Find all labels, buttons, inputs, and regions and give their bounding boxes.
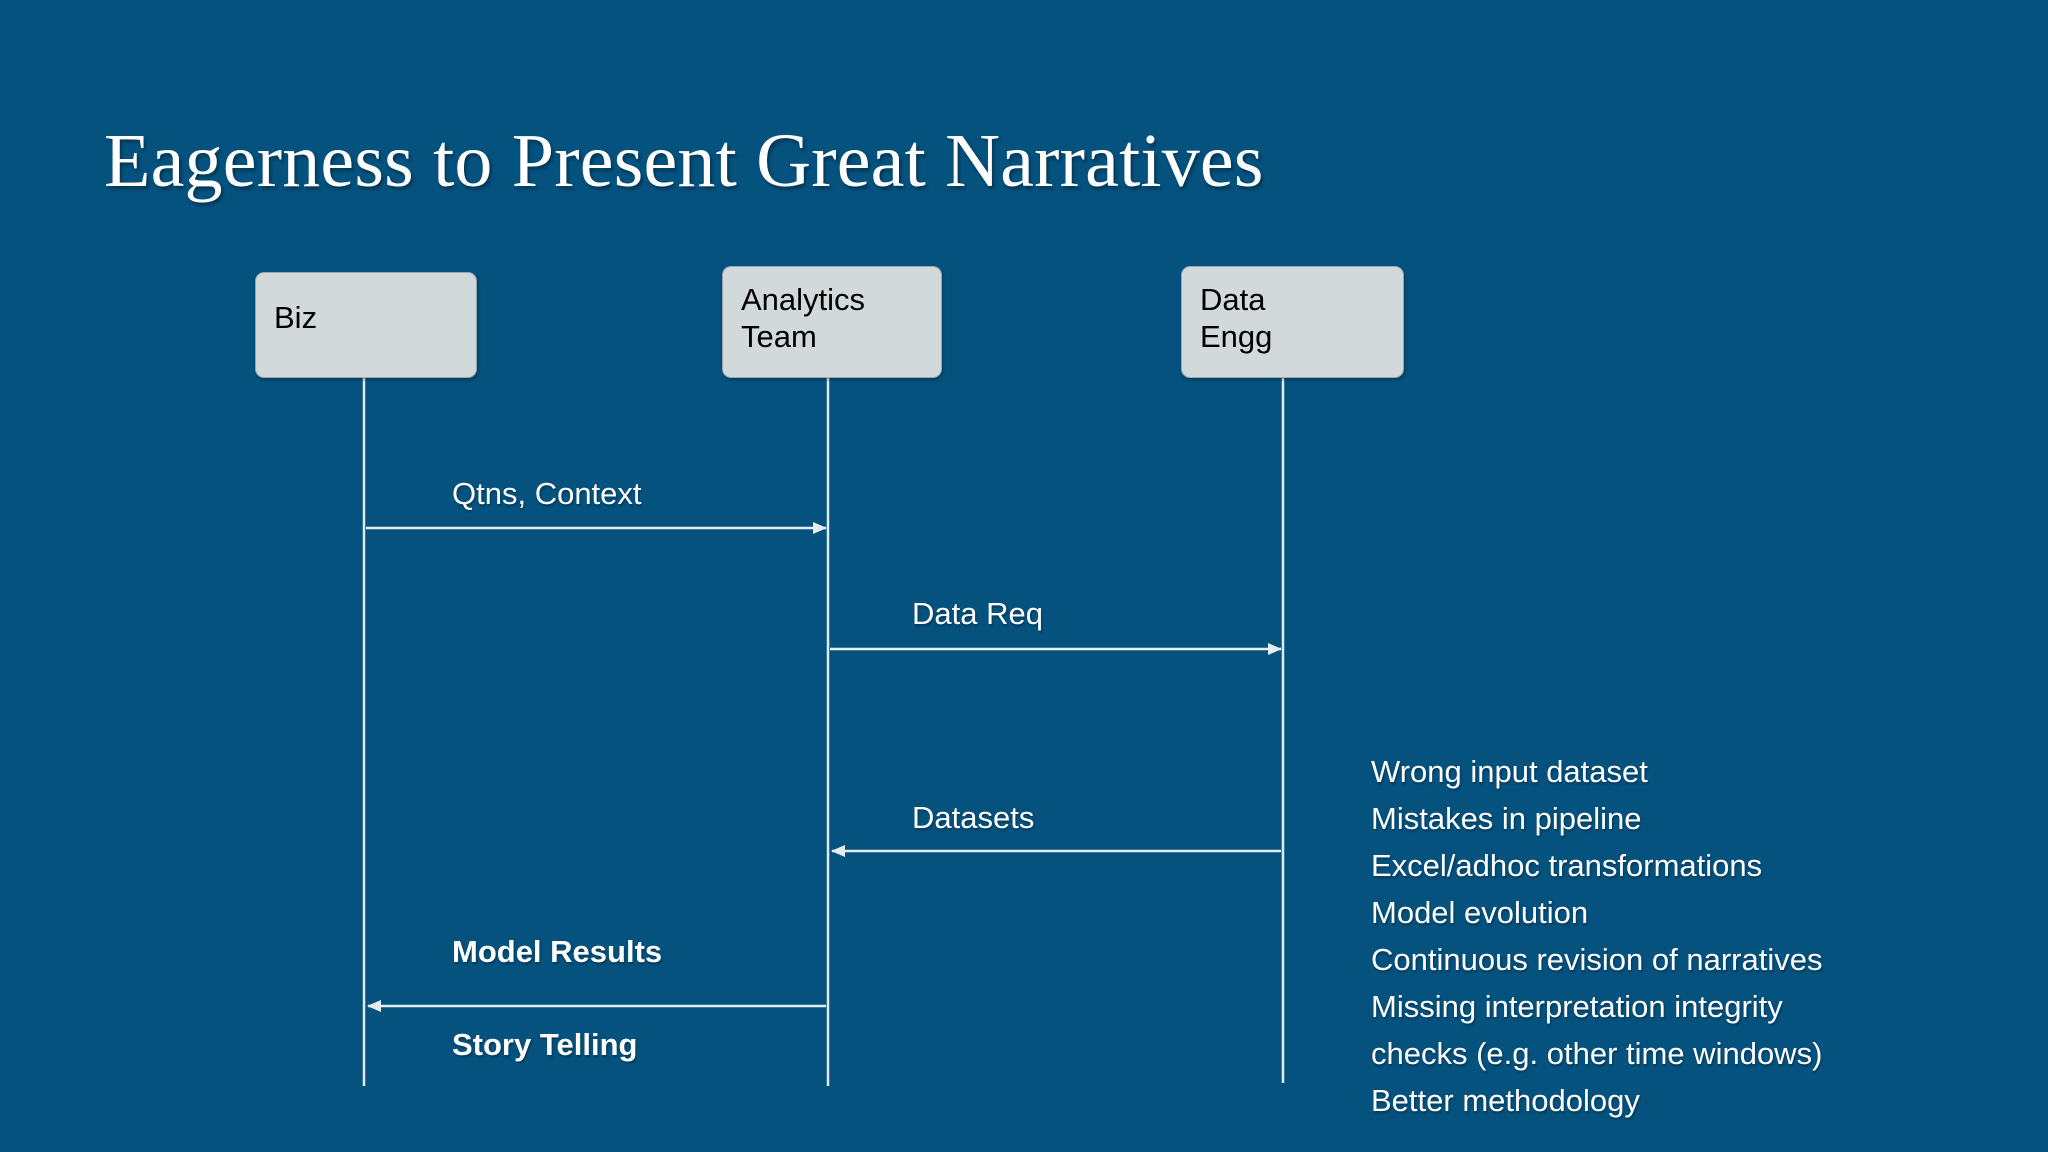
notes-list: Wrong input dataset Mistakes in pipeline… <box>1371 748 1991 1124</box>
note-item: Excel/adhoc transformations <box>1371 848 1763 883</box>
note-item: Better methodology <box>1371 1083 1640 1118</box>
actor-box-analytics-team[interactable]: Analytics Team <box>722 266 942 378</box>
page-title: Eagerness to Present Great Narratives <box>104 119 1264 203</box>
note-item: checks (e.g. other time windows) <box>1371 1036 1823 1071</box>
note-item: Missing interpretation integrity <box>1371 989 1783 1024</box>
message-label-data-req: Data Req <box>912 596 1043 631</box>
message-label-story-telling: Story Telling <box>452 1027 638 1062</box>
message-label-qtns-context: Qtns, Context <box>452 476 642 511</box>
actor-box-biz[interactable]: Biz <box>255 272 477 378</box>
actor-box-data-engg[interactable]: Data Engg <box>1181 266 1404 378</box>
note-item: Continuous revision of narratives <box>1371 942 1823 977</box>
note-item: Mistakes in pipeline <box>1371 801 1642 836</box>
note-item: Wrong input dataset <box>1371 754 1648 789</box>
message-label-model-results: Model Results <box>452 934 663 969</box>
message-label-datasets: Datasets <box>912 800 1035 835</box>
note-item: Model evolution <box>1371 895 1589 930</box>
